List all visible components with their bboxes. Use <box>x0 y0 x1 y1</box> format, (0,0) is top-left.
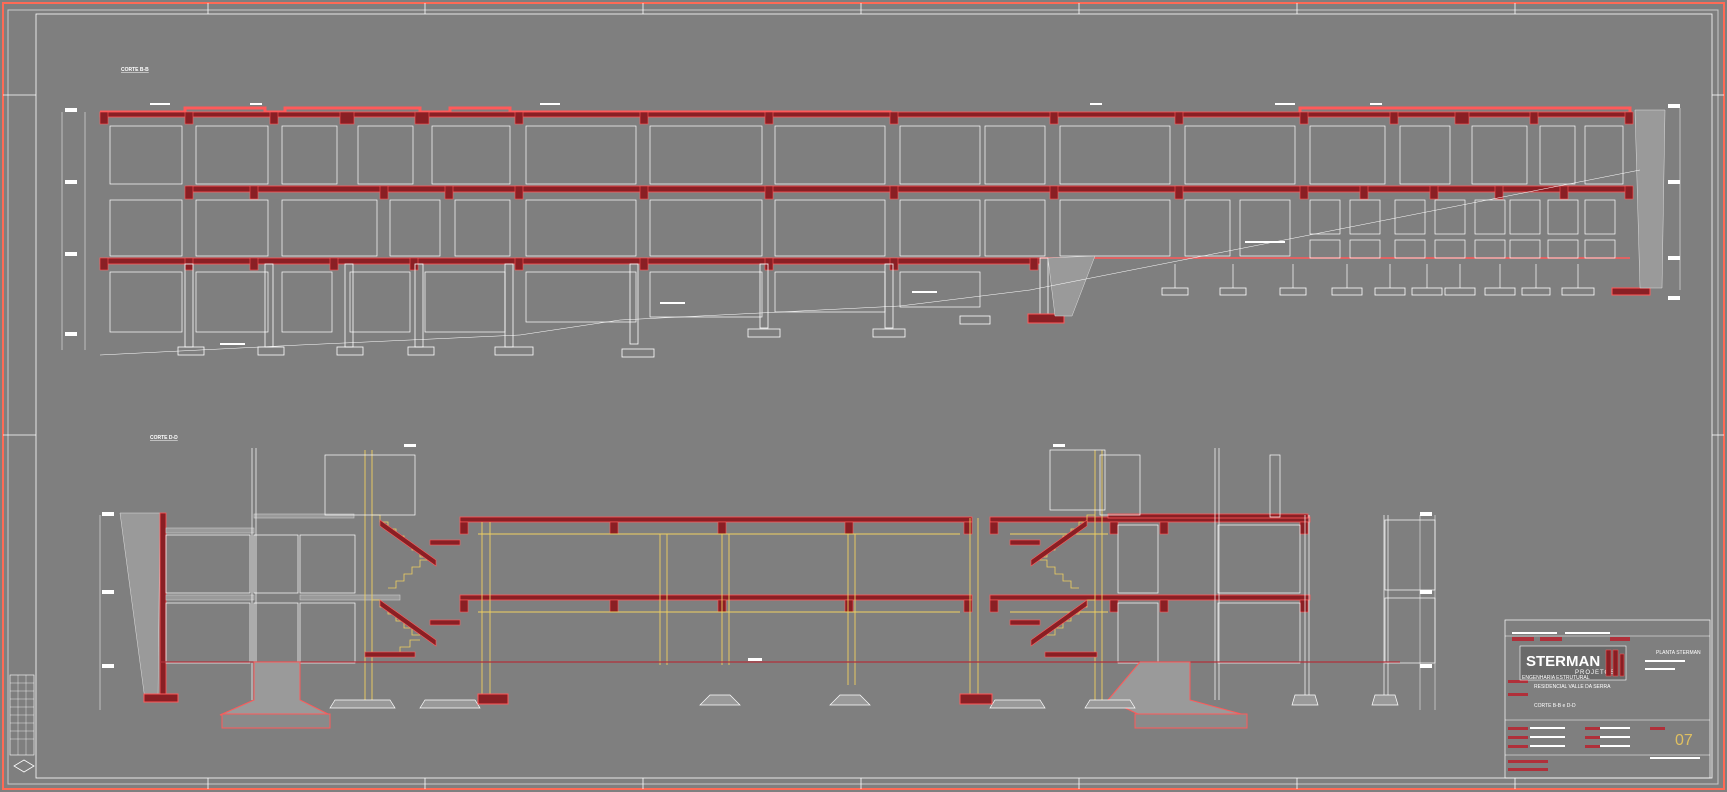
drawing-title: CORTE B-B e D-D <box>1534 703 1576 709</box>
section-top <box>61 103 1681 358</box>
sheet-number: 07 <box>1675 732 1693 749</box>
company-tag: ENGENHARIA ESTRUTURAL <box>1522 675 1590 681</box>
company-name: STERMAN <box>1526 653 1600 670</box>
section-title-bottom: CORTE D-D <box>150 435 178 441</box>
section-bottom <box>99 444 1436 729</box>
logo-mark-icon <box>1605 649 1625 677</box>
stamp-icon <box>13 759 35 773</box>
company-sub: PROJETOS <box>1575 670 1615 676</box>
title-block: STERMAN PROJETOS ENGENHARIA ESTRUTURAL P… <box>1504 619 1711 779</box>
project-name: RESIDENCIAL VALLE DA SERRA <box>1534 684 1611 690</box>
section-title-top: CORTE B-B <box>121 67 149 73</box>
revision-table <box>9 674 35 773</box>
plan-label: PLANTA STERMAN <box>1656 650 1701 656</box>
